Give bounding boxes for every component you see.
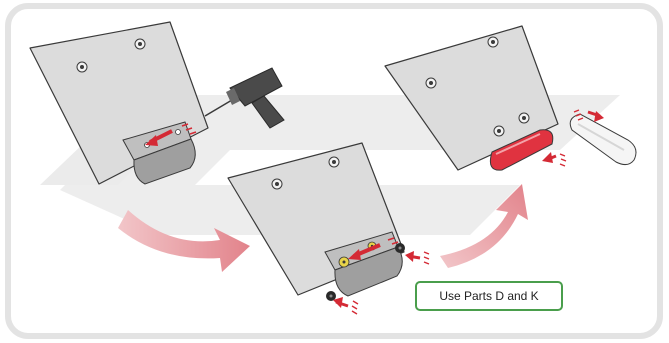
red-arrow-icon [145,123,197,146]
mounting-hole [134,38,146,50]
mounting-hole [328,156,340,168]
nut-icon [326,291,336,301]
screw-icon [338,256,350,268]
instruction-label: Use Parts D and K [415,281,563,311]
red-arrow-icon [542,152,567,167]
white-spacer [569,113,637,166]
bracket-flap [133,138,196,185]
red-spacer [489,129,554,171]
red-arrow-icon [405,251,430,265]
mounting-hole [487,36,499,48]
mounting-hole [518,112,530,124]
red-arrow-icon [333,297,359,315]
nut-icon [395,243,405,253]
step-1-plate [29,21,209,185]
step-3-plate [384,25,559,171]
curved-arrow-icon [118,210,250,272]
drill-icon [204,67,285,129]
red-arrow-icon [573,109,604,122]
mounting-hole [493,125,505,137]
mounting-hole [76,61,88,73]
bracket-flap [334,246,403,297]
curved-arrow-icon [440,184,528,268]
instruction-text: Use Parts D and K [439,289,539,303]
mounting-hole [271,178,283,190]
mounting-hole [425,77,437,89]
